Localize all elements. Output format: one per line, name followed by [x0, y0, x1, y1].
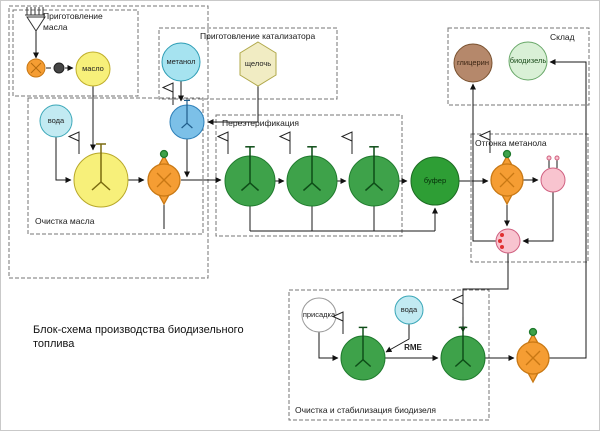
wash-mixer2-node — [440, 326, 486, 381]
biodiesel-to-warehouse-line — [549, 59, 587, 359]
valve-icon — [279, 131, 291, 155]
warehouse-box — [447, 27, 590, 106]
reactor3-node — [348, 146, 400, 207]
methanol-label: метанол — [166, 57, 196, 66]
oil-separator-node — [147, 149, 181, 205]
heating-element-icon — [498, 239, 502, 243]
catalyst-prep-label: Приготовление катализатора — [200, 31, 316, 41]
alkali-hopper-node — [239, 41, 277, 87]
alkali-label: щелочь — [244, 59, 272, 68]
wash-mixer1-node — [340, 326, 386, 381]
biodiesel-clean-box — [288, 289, 490, 421]
alkali-to-catalyst-mixer-line — [207, 85, 259, 125]
heating-element-icon — [500, 245, 504, 249]
biodiesel-tank-node — [508, 41, 548, 81]
biodiesel-label: биодизель — [509, 56, 547, 65]
water-top-label: вода — [47, 116, 65, 125]
glycerin-to-warehouse-line — [470, 83, 496, 242]
crusher-node — [26, 58, 46, 78]
flow-lines — [33, 31, 587, 361]
buffer-label: буфер — [423, 176, 447, 185]
methanol-distillation-label: Отгонка метанола — [475, 138, 547, 148]
valve-icon — [68, 131, 80, 155]
transesterification-box — [215, 114, 403, 237]
glycerin-label: глицерин — [456, 58, 490, 67]
mill-node — [53, 62, 65, 74]
diagram-caption: Блок-схема производства биодизельного то… — [33, 324, 244, 351]
heater-node — [495, 228, 521, 254]
reactor-manifold-line — [249, 206, 435, 232]
feed-grate-icon — [25, 7, 45, 16]
reactor2-node — [286, 146, 338, 207]
valve-icon — [217, 131, 229, 155]
oil-tank-node — [75, 51, 111, 87]
condenser-knob-icon — [546, 155, 552, 161]
oil-prep-label: Приготовление масла — [43, 11, 103, 32]
water-bottom-label: вода — [400, 305, 418, 314]
additive-label: присадка — [302, 310, 336, 319]
methanol-tank-node — [161, 42, 201, 82]
water2-tank-node — [394, 295, 424, 325]
glycerin-tank-node — [453, 43, 493, 83]
methanol-distillation-box — [470, 133, 589, 263]
final-separator-node — [516, 327, 550, 383]
valve-icon — [162, 82, 174, 106]
catalyst-prep-box — [158, 27, 338, 100]
crude-to-washing-line — [460, 253, 509, 333]
oil-clean-box — [27, 97, 204, 235]
heating-element-icon — [500, 233, 504, 237]
valve-icon — [452, 294, 464, 318]
water-tank-node — [39, 104, 73, 138]
oil-label: масло — [82, 64, 104, 73]
catalyst-mixer-node — [169, 99, 205, 140]
valve-icon — [341, 131, 353, 155]
outer-left-section-box — [8, 5, 209, 279]
additive-to-mixer-line — [318, 332, 339, 361]
condenser-prong-lines — [548, 160, 558, 168]
biodiesel-clean-label: Очистка и стабилизация биодизеля — [295, 405, 437, 415]
reactor1-node — [224, 146, 276, 207]
water-to-mixer-line — [55, 137, 72, 183]
transesterification-label: Переэтерификация — [222, 118, 300, 128]
water-to-washer-line — [385, 324, 410, 353]
oil-wash-mixer-node — [73, 143, 129, 208]
condenser-node — [540, 155, 566, 193]
distillation-separator-node — [490, 149, 524, 205]
condenser-knob-icon — [554, 155, 560, 161]
feed-hopper-icon — [26, 16, 46, 32]
condenser-to-heater-line — [522, 192, 554, 244]
oil-prep-box — [12, 9, 139, 97]
rme-stream-label: RME — [404, 343, 422, 352]
oil-clean-label: Очистка масла — [35, 216, 95, 226]
warehouse-label: Склад — [550, 32, 575, 42]
buffer-tank-node — [410, 156, 460, 206]
